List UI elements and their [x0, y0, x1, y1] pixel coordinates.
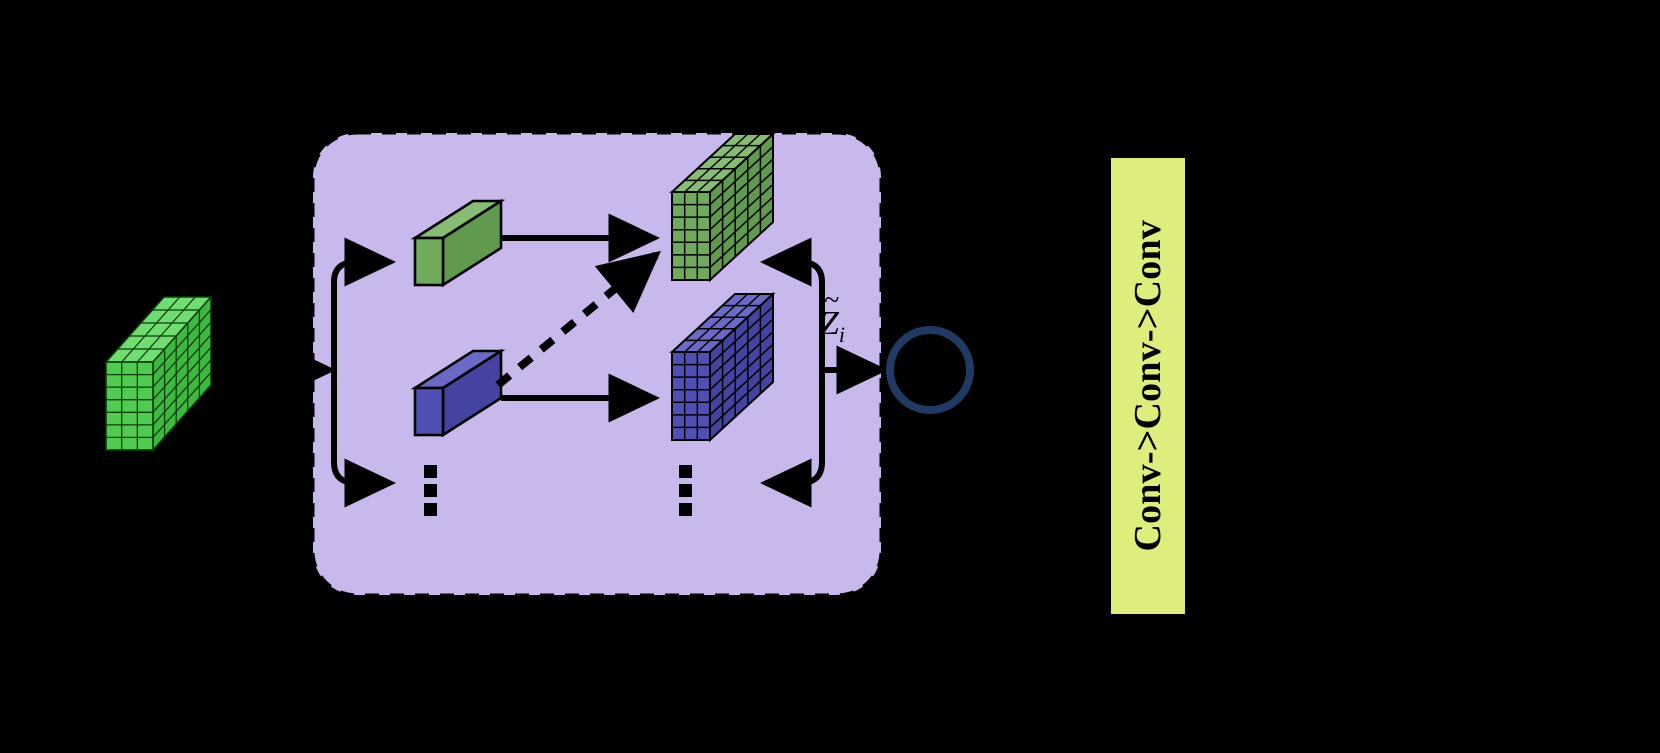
branch-split-paths [331, 237, 397, 508]
z-symbol: Z [820, 305, 839, 342]
multi-branch-panel [311, 131, 883, 597]
kernel-slab-blue [410, 348, 506, 438]
conv-chain-label: Conv->Conv->Conv [1127, 220, 1169, 552]
green-output-front-grid [672, 192, 710, 280]
output-volume-blue [669, 291, 776, 443]
z-subscript: i [838, 321, 846, 347]
input-side-grid [152, 309, 212, 438]
blue-output-front-grid [672, 352, 710, 440]
tilde-accent: ~ [824, 285, 840, 316]
conv-chain-bar[interactable]: Conv->Conv->Conv [1111, 158, 1185, 614]
input-feature-volume [104, 294, 213, 453]
kernel-slab-green [410, 198, 506, 288]
merge-path-green [759, 237, 825, 370]
branch-ellipsis-right [679, 465, 692, 516]
blue-output-top-grid [684, 293, 761, 353]
branch-ellipsis-left [424, 465, 437, 516]
arrow-blue-kernel-to-green-output-dashed [495, 250, 661, 389]
kernel-to-output-arrows [501, 213, 661, 423]
aggregation-merge-paths [759, 237, 889, 508]
output-volume-green [669, 131, 776, 283]
blue-output-side-grid [709, 305, 774, 429]
green-output-top-grid [684, 133, 761, 193]
z-tilde-label: Z~ i [820, 285, 846, 348]
panel-dashed-border [311, 131, 883, 597]
input-front-grid [106, 362, 153, 450]
aggregation-circle-node [886, 326, 974, 414]
green-output-side-grid [709, 145, 774, 269]
merge-path-ellipsis [759, 370, 825, 508]
input-top-grid [117, 296, 200, 363]
